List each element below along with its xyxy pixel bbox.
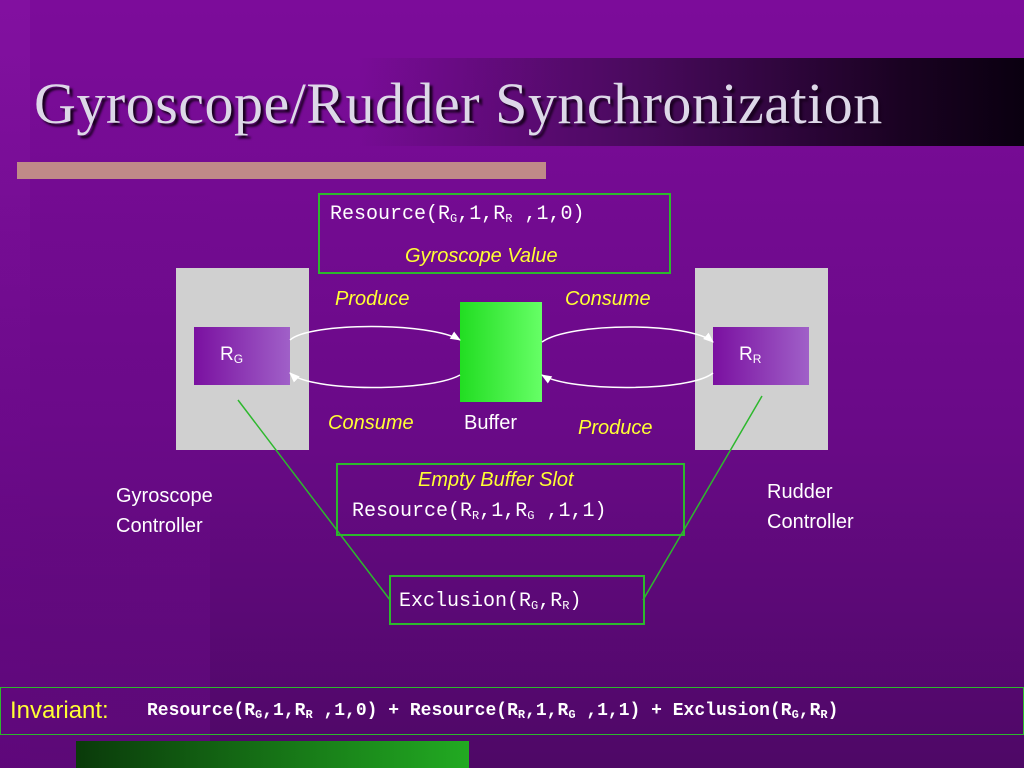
inv-sub-3: R bbox=[517, 708, 526, 722]
inv-part-5: ,1,1) + Exclusion(R bbox=[575, 701, 792, 721]
gyro-exclusion-line bbox=[237, 399, 391, 601]
consume-arrow-buffer-to-gyro bbox=[289, 372, 461, 389]
exclusion-expression: Exclusion(RG,RR) bbox=[399, 590, 581, 613]
title-underline-bar bbox=[17, 162, 546, 179]
mid-res-mid: ,1,R bbox=[479, 500, 528, 523]
mid-res-suffix: ,1,1) bbox=[534, 500, 607, 523]
mid-res-prefix: Resource(R bbox=[352, 500, 473, 523]
bottom-decorative-bar bbox=[76, 741, 469, 768]
invariant-label: Invariant: bbox=[10, 697, 109, 724]
inv-part-1: Resource(R bbox=[147, 701, 256, 721]
buffer-block bbox=[460, 302, 542, 402]
left-shade-panel bbox=[0, 160, 210, 768]
inv-sub-1: G bbox=[255, 708, 263, 722]
inv-sub-6: R bbox=[820, 708, 828, 722]
gyroscope-resource-box: RG bbox=[194, 327, 290, 385]
top-res-suffix: ,1,0) bbox=[512, 203, 585, 226]
consume-arrow-rudder-from-buffer bbox=[541, 326, 714, 343]
top-resource-expression: Resource(RG,1,RR ,1,0) bbox=[330, 203, 584, 226]
inv-sub-4: G bbox=[568, 708, 576, 722]
produce-bottom-label: Produce bbox=[578, 417, 653, 439]
excl-mid: ,R bbox=[538, 590, 563, 613]
rudder-resource-box: RR bbox=[713, 327, 809, 385]
top-res-sub2: R bbox=[505, 212, 513, 226]
inv-part-6: ,R bbox=[798, 701, 821, 721]
top-res-mid: ,1,R bbox=[457, 203, 506, 226]
empty-buffer-slot-box bbox=[336, 463, 685, 536]
consume-bottom-label: Consume bbox=[328, 412, 414, 434]
produce-arrow-rudder-to-buffer bbox=[541, 372, 714, 389]
mid-resource-expression: Resource(RR,1,RG ,1,1) bbox=[352, 500, 606, 523]
inv-sub-5: G bbox=[791, 708, 799, 722]
slide-title: Gyroscope/Rudder Synchronization bbox=[34, 71, 883, 136]
mid-res-sub2: G bbox=[527, 509, 535, 523]
consume-top-label: Consume bbox=[565, 288, 651, 310]
buffer-label: Buffer bbox=[464, 412, 517, 434]
top-res-sub1: G bbox=[450, 212, 458, 226]
inv-part-3: ,1,0) + Resource(R bbox=[312, 701, 518, 721]
gyroscope-controller-label-line2: Controller bbox=[116, 515, 203, 537]
produce-arrow-gyro-to-buffer bbox=[289, 325, 461, 341]
rudder-controller-label-line1: Rudder bbox=[767, 481, 833, 503]
inv-part-7: ) bbox=[827, 701, 839, 721]
rudder-res-letter: R bbox=[739, 344, 753, 365]
excl-sub2: R bbox=[562, 599, 570, 613]
empty-buffer-slot-caption: Empty Buffer Slot bbox=[418, 469, 574, 491]
excl-prefix: Exclusion(R bbox=[399, 590, 532, 613]
invariant-expression: Resource(RG,1,RR ,1,0) + Resource(RR,1,R… bbox=[147, 701, 838, 721]
excl-sub1: G bbox=[531, 599, 539, 613]
rudder-exclusion-line bbox=[642, 395, 763, 601]
gyro-res-subscript: G bbox=[233, 352, 244, 366]
inv-sub-2: R bbox=[305, 708, 313, 722]
inv-part-2: ,1,R bbox=[262, 701, 306, 721]
gyro-res-letter: R bbox=[220, 344, 234, 365]
produce-top-label: Produce bbox=[335, 288, 410, 310]
gyroscope-resource-label: RG bbox=[220, 344, 243, 366]
excl-suffix: ) bbox=[569, 590, 582, 613]
rudder-controller-label-line2: Controller bbox=[767, 511, 854, 533]
mid-res-sub1: R bbox=[472, 509, 480, 523]
inv-part-4: ,1,R bbox=[525, 701, 569, 721]
rudder-resource-label: RR bbox=[739, 344, 761, 366]
gyroscope-value-box bbox=[318, 193, 671, 274]
gyroscope-value-caption: Gyroscope Value bbox=[405, 245, 558, 267]
gyroscope-controller-label-line1: Gyroscope bbox=[116, 485, 213, 507]
exclusion-box bbox=[389, 575, 645, 625]
rudder-res-subscript: R bbox=[752, 352, 762, 366]
title-band bbox=[0, 58, 1024, 146]
top-res-prefix: Resource(R bbox=[330, 203, 451, 226]
